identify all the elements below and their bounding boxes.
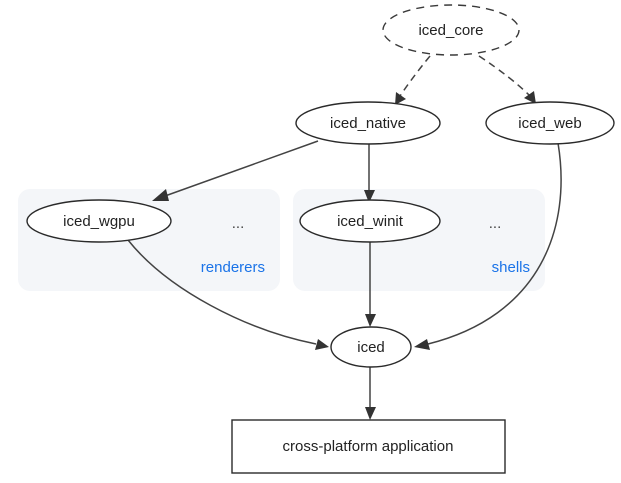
iced-web-label: iced_web (518, 115, 581, 132)
iced-wgpu-ellipse (26, 199, 172, 243)
edge-iced-native-to-iced-winit (364, 143, 375, 203)
shells-ellipsis: ... (489, 215, 502, 232)
iced-web-ellipse (485, 101, 615, 145)
iced-wgpu-label: iced_wgpu (63, 213, 135, 230)
node-iced-wgpu[interactable]: iced_wgpu (26, 199, 172, 243)
iced-label: iced (357, 339, 385, 356)
renderers-ellipsis: ... (232, 215, 245, 232)
node-iced-winit[interactable]: iced_winit (299, 199, 441, 243)
node-iced-core[interactable]: iced_core (382, 4, 520, 56)
edge-iced-to-application (365, 367, 376, 420)
edge-iced-wgpu-to-iced (127, 239, 329, 350)
cluster-shells-label: shells (492, 259, 530, 276)
node-iced-web[interactable]: iced_web (485, 101, 615, 145)
edge-iced-native-to-iced-wgpu (152, 140, 319, 201)
application-label: cross-platform application (283, 438, 454, 455)
iced-core-ellipse (382, 4, 520, 56)
iced-core-label: iced_core (418, 22, 483, 39)
edge-iced-core-to-iced-web (478, 55, 536, 104)
application-box (231, 419, 506, 474)
edge-iced-web-to-iced (414, 142, 562, 350)
iced-winit-ellipse (299, 199, 441, 243)
node-cross-platform-application[interactable]: cross-platform application (231, 419, 506, 474)
iced-native-label: iced_native (330, 115, 406, 132)
cluster-renderers-label: renderers (201, 259, 265, 276)
iced-winit-label: iced_winit (337, 213, 404, 230)
node-iced[interactable]: iced (330, 326, 412, 368)
iced-native-ellipse (295, 101, 441, 145)
edge-iced-core-to-iced-native (395, 55, 431, 105)
edge-iced-winit-to-iced (365, 241, 376, 327)
node-iced-native[interactable]: iced_native (295, 101, 441, 145)
iced-ellipse (330, 326, 412, 368)
